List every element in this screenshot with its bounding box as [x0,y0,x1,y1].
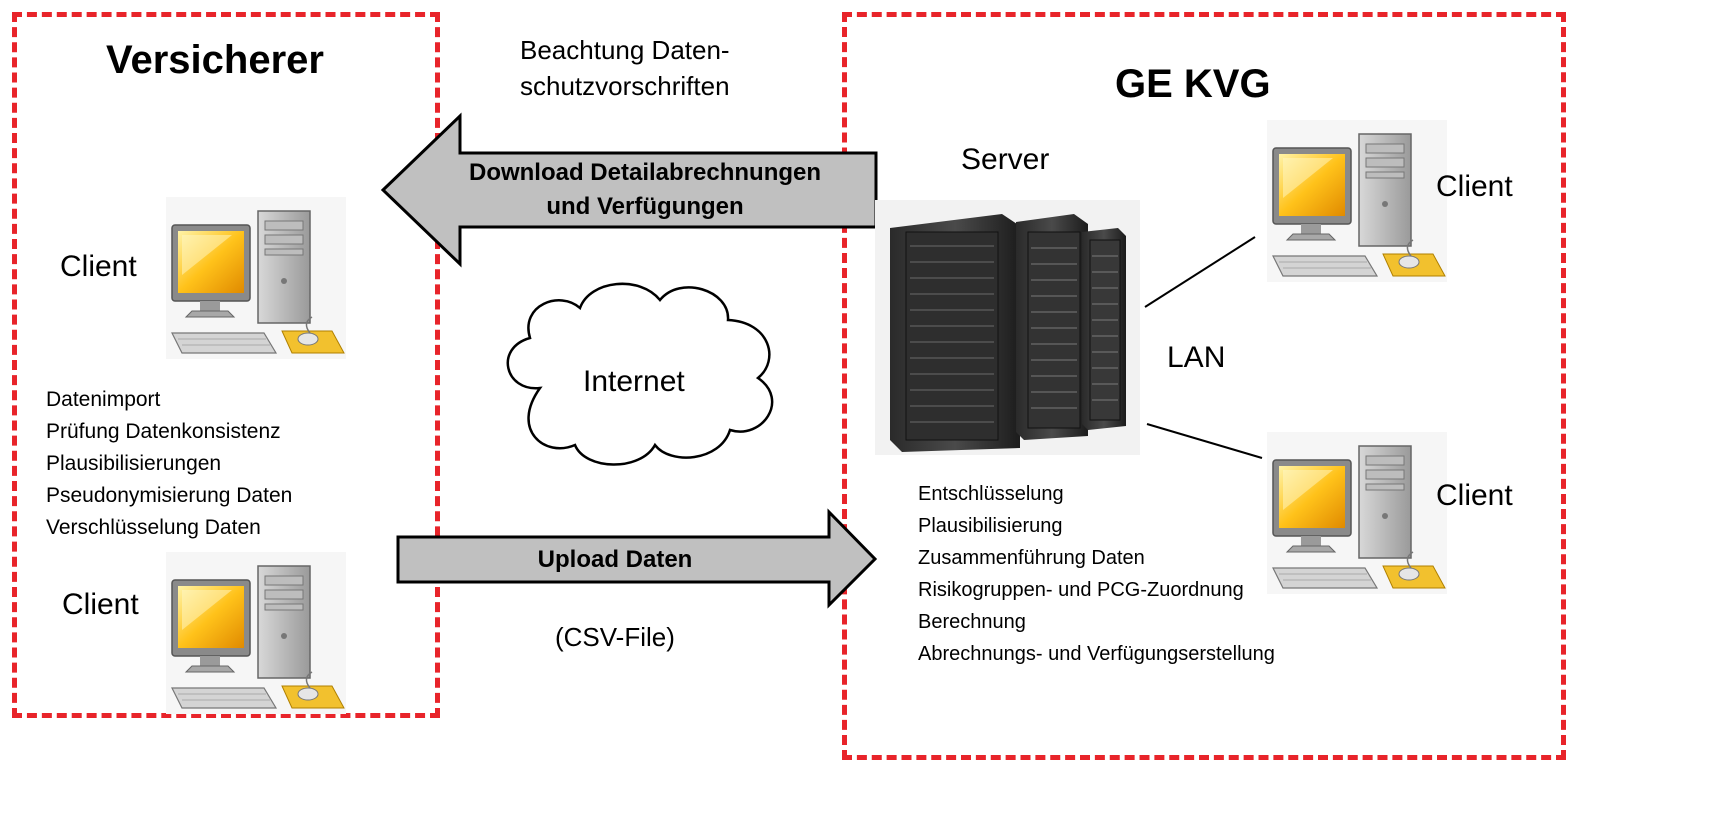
provider-boundary [842,12,1566,760]
lan-line-bottom [1146,423,1263,459]
server-label: Server [961,143,1050,176]
provider-task: Zusammenführung Daten [918,547,1145,569]
privacy-note-line1: Beachtung Daten- [520,35,730,65]
upload-arrow [396,508,878,609]
download-label-line1: Download Detailabrechnungen [468,159,822,186]
computer-icon-insurer-top [166,197,346,359]
internet-label: Internet [583,365,685,398]
provider-task: Berechnung [918,611,1026,633]
server-icon [875,200,1140,455]
provider-title: GE KVG [1115,62,1271,106]
insurer-task: Prüfung Datenkonsistenz [46,420,281,443]
provider-task: Abrechnungs- und Verfügungserstellung [918,643,1275,665]
provider-task: Entschlüsselung [918,483,1064,505]
provider-task: Risikogruppen- und PCG-Zuordnung [918,579,1244,601]
computer-icon-provider-top [1267,120,1447,282]
provider-client-top-label: Client [1436,170,1513,203]
insurer-title: Versicherer [106,38,324,82]
provider-task-list: Entschlüsselung Plausibilisierung Zusamm… [918,478,1275,670]
internet-cloud [506,282,774,466]
lan-label: LAN [1167,341,1226,374]
download-label: Download Detailabrechnungen und Verfügun… [440,156,850,224]
lan-line-top [1144,236,1256,308]
insurer-boundary [12,12,440,718]
download-arrow [380,112,878,268]
computer-icon-insurer-bottom [166,552,346,714]
insurer-task: Datenimport [46,388,161,411]
insurer-task: Plausibilisierungen [46,452,222,475]
insurer-client-bottom-label: Client [62,588,139,621]
insurer-task-list: Datenimport Prüfung Datenkonsistenz Plau… [46,384,292,544]
provider-client-bottom-label: Client [1436,479,1513,512]
insurer-client-top-label: Client [60,250,137,283]
insurer-task: Verschlüsselung Daten [46,516,261,539]
upload-label: Upload Daten [537,546,693,573]
privacy-note: Beachtung Daten- schutzvorschriften [520,32,730,104]
privacy-note-line2: schutzvorschriften [520,71,730,101]
download-label-line2: und Verfügungen [546,193,744,220]
computer-icon-provider-bottom [1267,432,1447,594]
provider-task: Plausibilisierung [918,515,1063,537]
insurer-task: Pseudonymisierung Daten [46,484,293,507]
upload-format-label: (CSV-File) [555,622,675,652]
